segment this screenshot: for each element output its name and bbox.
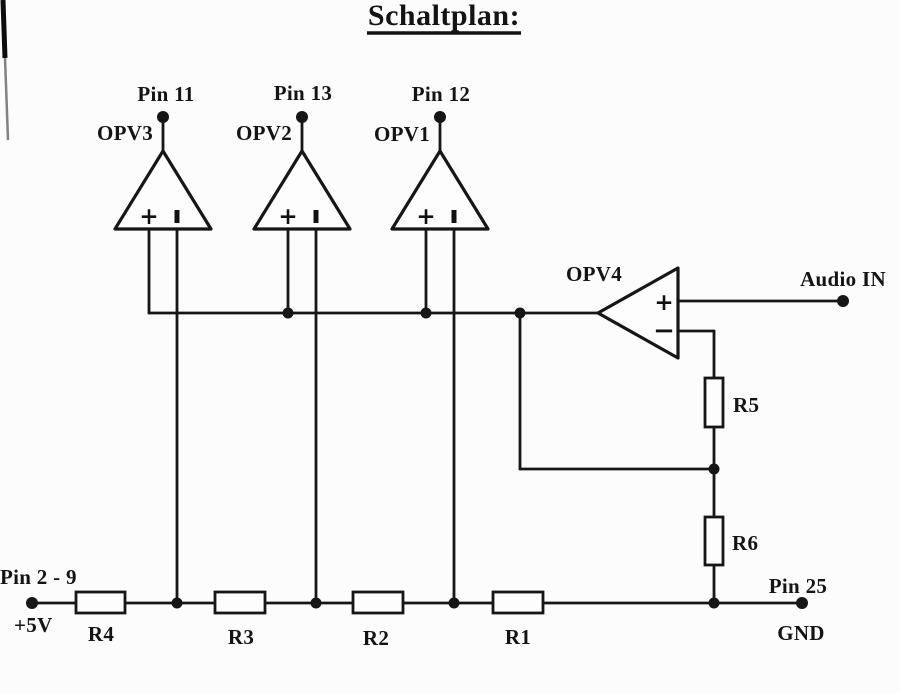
supply-pin-label: Pin 2 - 9 (0, 565, 77, 589)
junction-dot (310, 597, 322, 609)
opamp-opv3: + OPV3 Pin 11 (97, 82, 213, 231)
opamp-name: OPV3 (97, 121, 153, 145)
opamp-triangle (596, 266, 680, 360)
plus-input-label: + (416, 203, 435, 230)
resistor-label: R1 (505, 625, 531, 649)
audio-in-label: Audio IN (800, 267, 886, 291)
minus-input-label: − (653, 316, 675, 346)
opamp-triangle (113, 149, 213, 231)
resistor-label: R3 (228, 625, 254, 649)
opamp-opv2: + OPV2 Pin 13 (236, 81, 352, 231)
junction-dot (514, 307, 526, 319)
ground-pin-label: Pin 25 (769, 574, 827, 598)
pin-label: Pin 12 (412, 82, 470, 106)
plus-input-label: + (139, 203, 158, 230)
scan-artifact-mark (3, 57, 10, 141)
resistor-label: R6 (732, 531, 758, 555)
junctions (26, 111, 849, 609)
resistor-label: R4 (88, 622, 114, 646)
opamp-triangle (252, 149, 352, 231)
resistor-label: R2 (363, 626, 389, 650)
supply-voltage-label: +5V (14, 613, 53, 637)
opamp-name: OPV2 (236, 121, 292, 145)
resistor-r5: R5 (703, 376, 759, 429)
resistor-body (213, 590, 267, 615)
terminal-gnd-dot (796, 597, 808, 609)
junction-dot (420, 307, 432, 319)
opamp-opv4: + − OPV4 (566, 262, 680, 360)
opamp-triangle (390, 149, 490, 231)
resistor-body (351, 590, 405, 615)
junction-dot (708, 597, 720, 609)
resistor-r1: R1 (491, 590, 545, 649)
opamp-opv1: + OPV1 Pin 12 (374, 82, 490, 231)
terminal-pin12-dot (434, 111, 446, 123)
junction-dot (448, 597, 460, 609)
wires (30, 118, 845, 605)
ground-name-label: GND (777, 621, 825, 645)
resistor-body (74, 590, 127, 615)
opamp-name: OPV4 (566, 262, 622, 286)
resistor-r6: R6 (703, 515, 758, 567)
resistor-body (491, 590, 545, 615)
terminal-pin13-dot (296, 111, 308, 123)
resistor-r2: R2 (351, 590, 405, 650)
scan-artifact-mark (0, 0, 8, 59)
junction-dot (708, 463, 720, 475)
resistor-r4: R4 (74, 590, 127, 646)
pin-label: Pin 13 (274, 81, 332, 105)
resistor-r3: R3 (213, 590, 267, 649)
terminal-pin11-dot (157, 111, 169, 123)
page-title: Schaltplan: (368, 0, 520, 32)
plus-input-label: + (654, 289, 673, 316)
pin-label: Pin 11 (137, 82, 194, 106)
junction-dot (171, 597, 183, 609)
resistor-body (703, 515, 725, 567)
resistor-body (703, 376, 725, 429)
junction-dot (282, 307, 294, 319)
resistor-label: R5 (733, 393, 759, 417)
plus-input-label: + (278, 203, 297, 230)
terminal-audio-in-dot (837, 295, 849, 307)
terminal-5v-dot (26, 597, 38, 609)
opamp-name: OPV1 (374, 122, 430, 146)
